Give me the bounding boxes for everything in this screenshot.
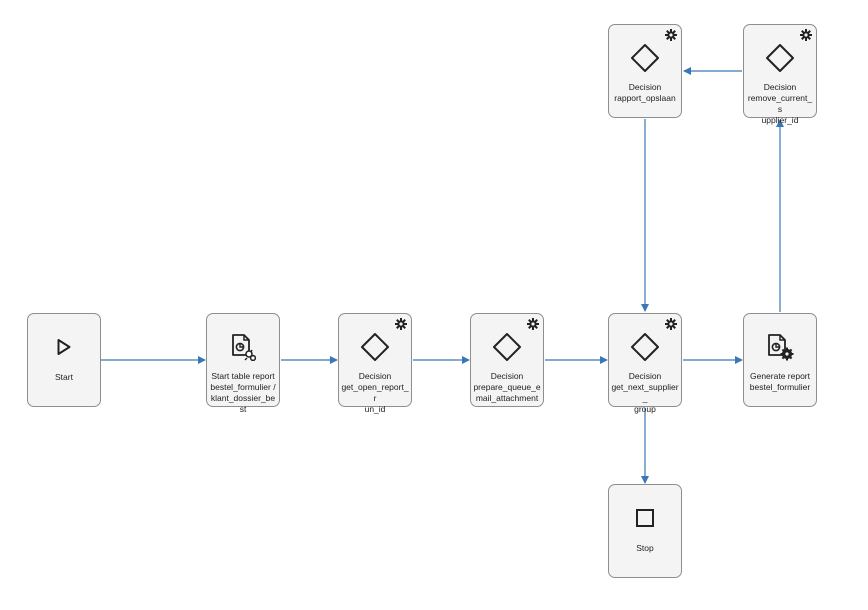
label-line: group bbox=[634, 404, 656, 414]
report-gear-icon bbox=[744, 332, 816, 362]
label-line: Generate report bbox=[749, 371, 810, 381]
report-link-icon bbox=[207, 332, 279, 362]
label-line: Decision bbox=[628, 371, 662, 381]
label-line: Decision bbox=[358, 371, 392, 381]
start-table-report-node[interactable]: Start table report bestel_formulier / kl… bbox=[206, 313, 280, 414]
label-line: Start table report bbox=[211, 371, 275, 381]
label-line: remove_current_s bbox=[747, 93, 813, 114]
label-line: get_open_report_r bbox=[341, 382, 409, 403]
node-label: Decision remove_current_s upplier_id bbox=[746, 82, 814, 126]
gear-icon[interactable] bbox=[800, 29, 812, 41]
label-line: upplier_id bbox=[761, 115, 799, 125]
stop-node[interactable]: Stop bbox=[608, 484, 682, 578]
node-label: Decision get_next_supplier_ group bbox=[611, 371, 679, 415]
decision-diamond-icon bbox=[339, 332, 411, 362]
label-line: prepare_queue_e bbox=[473, 382, 541, 392]
label-line: bestel_formulier bbox=[749, 382, 811, 392]
decision-diamond-icon bbox=[744, 43, 816, 73]
label-line: get_next_supplier_ bbox=[611, 382, 679, 403]
decision-remove-current-supplier-id-node[interactable]: Decision remove_current_s upplier_id bbox=[743, 24, 817, 125]
decision-diamond-icon bbox=[609, 332, 681, 362]
gear-icon[interactable] bbox=[665, 318, 677, 330]
node-label: Decision rapport_opslaan bbox=[611, 82, 679, 104]
label-line: mail_attachment bbox=[475, 393, 539, 403]
label-line: un_id bbox=[364, 404, 386, 414]
label-line: Decision bbox=[490, 371, 524, 381]
label-line: Decision bbox=[628, 82, 662, 92]
generate-report-node[interactable]: Generate report bestel_formulier bbox=[743, 313, 817, 407]
label-line: klant_dossier_best bbox=[210, 393, 276, 414]
label-line: Start bbox=[55, 372, 73, 382]
start-node[interactable]: Start bbox=[27, 313, 101, 407]
decision-rapport-opslaan-node[interactable]: Decision rapport_opslaan bbox=[608, 24, 682, 118]
label-line: Stop bbox=[636, 543, 654, 553]
label-line: rapport_opslaan bbox=[614, 93, 676, 103]
stop-square-icon bbox=[609, 503, 681, 533]
node-label: Stop bbox=[611, 543, 679, 554]
decision-get-next-supplier-group-node[interactable]: Decision get_next_supplier_ group bbox=[608, 313, 682, 414]
decision-prepare-queue-email-attachment-node[interactable]: Decision prepare_queue_e mail_attachment bbox=[470, 313, 544, 407]
gear-icon[interactable] bbox=[665, 29, 677, 41]
node-label: Decision get_open_report_r un_id bbox=[341, 371, 409, 415]
gear-icon[interactable] bbox=[395, 318, 407, 330]
node-label: Generate report bestel_formulier bbox=[746, 371, 814, 393]
node-label: Decision prepare_queue_e mail_attachment bbox=[473, 371, 541, 404]
play-triangle-icon bbox=[28, 332, 100, 362]
gear-icon[interactable] bbox=[527, 318, 539, 330]
node-label: Start table report bestel_formulier / kl… bbox=[209, 371, 277, 415]
decision-diamond-icon bbox=[471, 332, 543, 362]
decision-get-open-report-run-id-node[interactable]: Decision get_open_report_r un_id bbox=[338, 313, 412, 414]
decision-diamond-icon bbox=[609, 43, 681, 73]
label-line: bestel_formulier / bbox=[210, 382, 276, 392]
node-label: Start bbox=[30, 372, 98, 383]
label-line: Decision bbox=[763, 82, 797, 92]
